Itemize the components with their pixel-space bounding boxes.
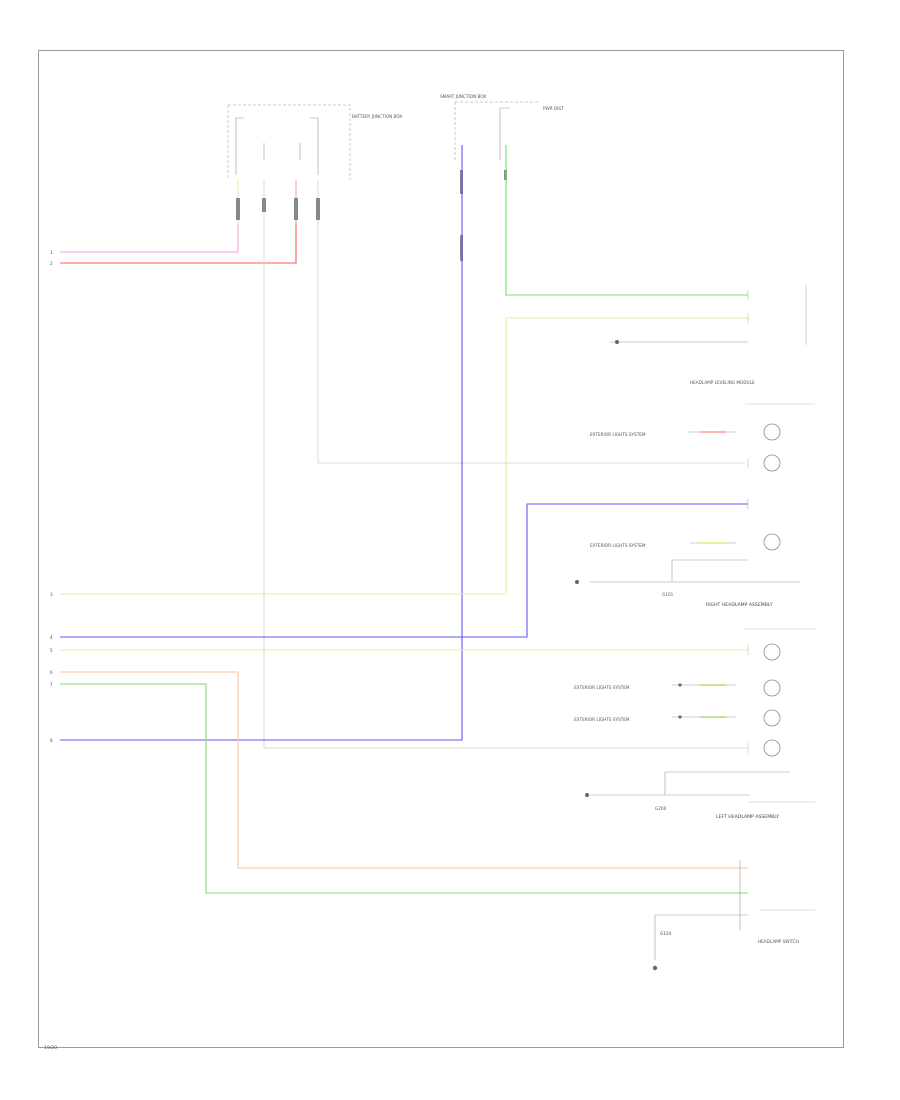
ext-lights-1: EXTERIOR LIGHTS SYSTEM bbox=[590, 432, 646, 437]
ground-label-1: G101 bbox=[662, 592, 674, 597]
svg-text:7: 7 bbox=[50, 682, 53, 687]
left-headlamp-title: LEFT HEADLAMP ASSEMBLY bbox=[716, 814, 779, 820]
ext-lights-3: EXTERIOR LIGHTS SYSTEM bbox=[574, 685, 630, 690]
wire-gray-2 bbox=[317, 225, 745, 464]
fuse-box-left bbox=[227, 104, 351, 180]
svg-text:1: 1 bbox=[50, 250, 53, 255]
ground-label-3: G104 bbox=[660, 931, 672, 936]
wire-blue-2 bbox=[60, 503, 748, 638]
wire-green-2 bbox=[60, 683, 748, 894]
page-label: 19/20 bbox=[44, 1046, 57, 1051]
svg-text:8: 8 bbox=[50, 738, 53, 743]
fuse-box-label: BATTERY JUNCTION BOX bbox=[352, 114, 402, 119]
ext-lights-2: EXTERIOR LIGHTS SYSTEM bbox=[590, 543, 646, 548]
smart-junction-label: SMART JUNCTION BOX bbox=[440, 94, 486, 99]
wire-pink bbox=[60, 225, 239, 253]
wire-red bbox=[60, 225, 297, 264]
wire-blue-1 bbox=[60, 145, 463, 741]
svg-text:5: 5 bbox=[50, 648, 53, 653]
ground-label-2: G200 bbox=[655, 806, 667, 811]
svg-text:3: 3 bbox=[50, 592, 53, 597]
svg-text:4: 4 bbox=[50, 635, 53, 640]
wire-green-1 bbox=[505, 145, 748, 296]
ext-lights-4: EXTERIOR LIGHTS SYSTEM bbox=[574, 717, 630, 722]
wire-orange bbox=[60, 671, 748, 869]
wire-yellow-1 bbox=[60, 317, 748, 595]
right-headlamp-title: RIGHT HEADLAMP ASSEMBLY bbox=[706, 602, 773, 608]
svg-text:6: 6 bbox=[50, 670, 53, 675]
svg-text:2: 2 bbox=[50, 261, 53, 266]
wire-gray-1 bbox=[263, 225, 748, 749]
shift-module-label: HEADLAMP LEVELING MODULE bbox=[690, 380, 755, 385]
left-pin-labels: 1 2 3 4 5 6 7 8 bbox=[50, 250, 53, 743]
pwr-dist-label: PWR DIST bbox=[543, 106, 564, 111]
fuse-box-right bbox=[454, 101, 540, 160]
headlamp-switch-label: HEADLAMP SWITCH bbox=[758, 939, 799, 944]
diagram-frame bbox=[38, 50, 844, 1048]
